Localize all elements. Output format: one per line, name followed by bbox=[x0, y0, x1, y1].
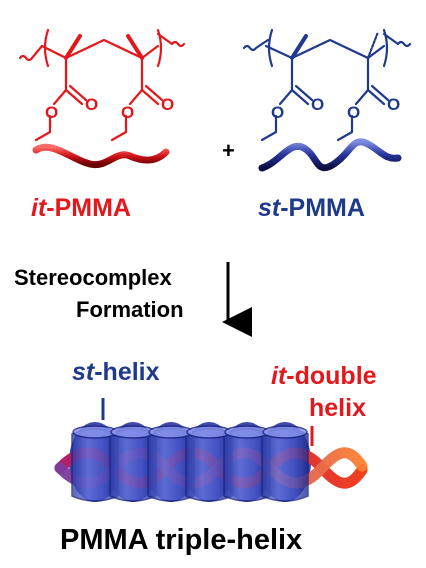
atom-o: O bbox=[387, 95, 400, 114]
bracket-right bbox=[156, 28, 163, 68]
st-pmma-strand bbox=[258, 138, 402, 172]
it-pmma-atoms: O O O O bbox=[45, 95, 174, 122]
st-pmma-label: st-PMMA bbox=[258, 194, 365, 223]
st-helix-rings-front bbox=[71, 425, 309, 502]
backbone bbox=[40, 38, 160, 60]
triple-helix bbox=[54, 422, 368, 502]
atom-o: O bbox=[45, 103, 58, 122]
atom-o: O bbox=[347, 103, 360, 122]
it-pmma-label: it-PMMA bbox=[31, 194, 131, 223]
wavy-bond-left bbox=[242, 38, 270, 52]
backbone bbox=[264, 38, 386, 60]
wavy-bond-right bbox=[156, 32, 186, 48]
atom-o: O bbox=[85, 95, 98, 114]
atom-o: O bbox=[271, 103, 284, 122]
st-prefix: st bbox=[258, 194, 281, 222]
double-suffix: -double bbox=[286, 362, 377, 390]
atom-o: O bbox=[311, 95, 324, 114]
atom-o: O bbox=[121, 103, 134, 122]
atom-o: O bbox=[161, 95, 174, 114]
final-title: PMMA triple-helix bbox=[60, 524, 303, 556]
st-prefix: st bbox=[72, 358, 95, 386]
plus-sign: + bbox=[222, 138, 235, 163]
st-pmma-structure bbox=[242, 28, 412, 142]
pmma-suffix: -PMMA bbox=[46, 194, 131, 222]
it-pmma-strand bbox=[32, 143, 170, 169]
process-label-line2: Formation bbox=[76, 297, 184, 322]
it-double-helix-label-line2: helix bbox=[309, 394, 366, 422]
it-prefix: it bbox=[271, 362, 287, 390]
wavy-bond-right bbox=[382, 32, 412, 48]
it-pmma-structure bbox=[18, 28, 186, 142]
pmma-suffix: -PMMA bbox=[280, 194, 365, 222]
helix-suffix: -helix bbox=[94, 358, 160, 386]
wavy-bond-left bbox=[18, 44, 44, 62]
it-double-helix-label: it-double bbox=[271, 362, 377, 391]
st-helix-label: st-helix bbox=[72, 358, 160, 387]
process-label-line1: Stereocomplex bbox=[14, 265, 172, 290]
st-pmma-atoms: O O O O bbox=[271, 95, 400, 122]
it-prefix: it bbox=[31, 194, 47, 222]
bracket-right bbox=[382, 28, 389, 68]
